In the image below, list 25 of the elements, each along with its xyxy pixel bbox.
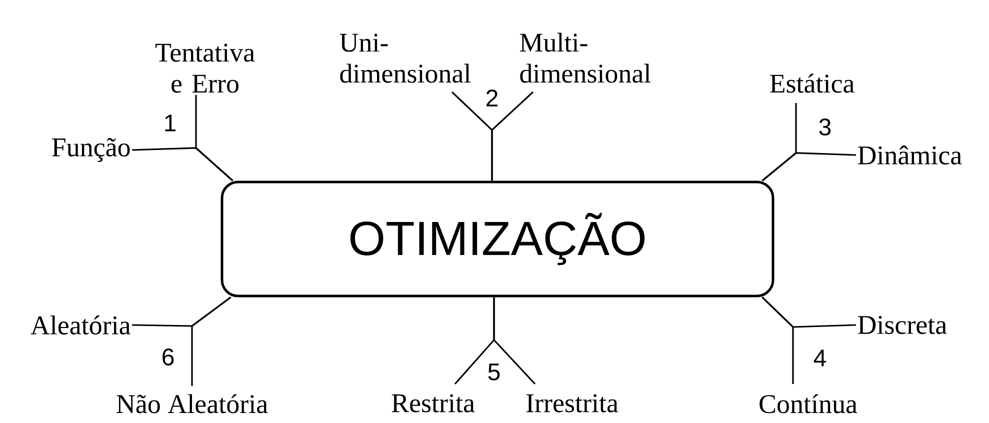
branch-text: Uni- dimensional	[340, 34, 471, 83]
branch-text: Tentativa e Erro	[155, 44, 255, 93]
branch-line	[195, 95, 234, 182]
branch-text: Irrestrita	[526, 394, 618, 412]
branch-text: Estática	[770, 74, 854, 93]
branch-text: Dinâmica	[858, 145, 962, 165]
branch-number: 2	[486, 90, 498, 106]
branch-text: Função	[52, 138, 130, 162]
branch-text: Contínua	[760, 394, 858, 414]
branch-line	[762, 296, 794, 384]
branch-number: 1	[165, 114, 176, 132]
branch-number: 6	[162, 348, 174, 366]
branch-text: Discreta	[858, 316, 947, 334]
branch-line	[191, 296, 232, 386]
branch-line	[491, 91, 534, 181]
center-box: OTIMIZAÇÃO	[220, 180, 774, 298]
branch-number: 4	[814, 350, 826, 366]
branch-text: Multi- dimensional	[520, 32, 651, 83]
branch-line	[493, 297, 536, 385]
branch-number: 5	[488, 364, 500, 380]
branch-line	[762, 152, 856, 182]
branch-text: Não Aleatória	[116, 394, 268, 414]
branch-number: 3	[819, 118, 831, 136]
branch-text: Aleatória	[30, 315, 130, 335]
branch-text: Restrita	[392, 394, 475, 412]
